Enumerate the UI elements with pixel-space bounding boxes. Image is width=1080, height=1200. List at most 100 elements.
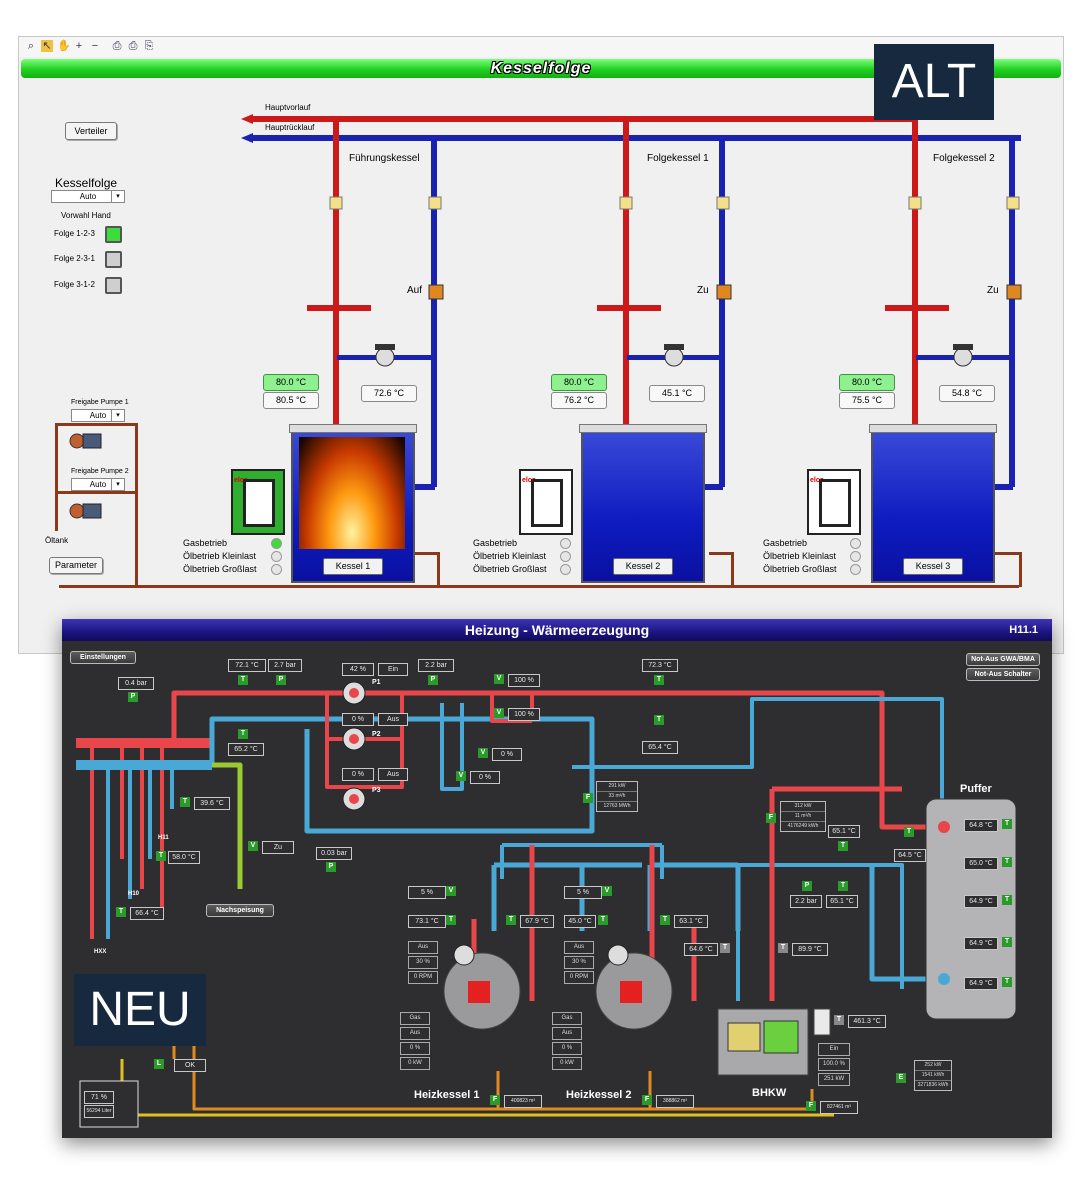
k2-pct: 0 % [552, 1042, 582, 1055]
kessel-3-button[interactable]: Kessel 3 [903, 558, 963, 575]
pan-icon[interactable]: ✋ [57, 40, 71, 52]
k1-pump-rpm: 0 RPM [408, 971, 438, 984]
flow2-power: 312 kW [781, 802, 825, 812]
kessel-2-boiler[interactable]: Kessel 2 [579, 424, 707, 583]
t-bhkw-a-value: 65.1 °C [828, 825, 860, 838]
pointer-icon[interactable]: ↖ [41, 40, 53, 52]
notaus-schalter-button[interactable]: Not-Aus Schalter [966, 668, 1040, 681]
print-setup-icon[interactable]: ⎙ [128, 40, 138, 52]
kessel-2-button[interactable]: Kessel 2 [613, 558, 673, 575]
alt-title: Kesselfolge [490, 60, 592, 77]
kesselfolge-title: Kesselfolge [55, 176, 118, 190]
puffer-t4-tag: T [1002, 937, 1012, 947]
kessel-1-burner: elco [231, 469, 285, 535]
k3-radio-gross[interactable] [850, 564, 861, 575]
k2-radio-gross[interactable] [560, 564, 571, 575]
flow1-values: 291 kW 33 m³/h 12763 MWh [596, 781, 638, 812]
k1-status: Gas Aus 0 % 0 kW [400, 1012, 430, 1072]
zoom-out-icon[interactable]: − [91, 40, 99, 52]
k2-valve-value: 5 % [564, 886, 602, 899]
gas3-tag: F [806, 1101, 816, 1111]
puffer-t3-tag: T [1002, 895, 1012, 905]
t-buffer-in-tag: T [904, 827, 914, 837]
kessel-1-return: 72.6 °C [361, 385, 417, 402]
p-bhkw-tag: P [802, 881, 812, 891]
folge-3-label: Folge 3-1-2 [54, 280, 95, 289]
k1-radio-gas[interactable] [271, 538, 282, 549]
p3-label: P3 [372, 787, 381, 794]
k1-radio-gross[interactable] [271, 564, 282, 575]
k2-radio-klein[interactable] [560, 551, 571, 562]
v-top1-value: 100 % [508, 674, 540, 687]
folge-3-toggle[interactable] [105, 277, 122, 294]
puffer-t2-tag: T [1002, 857, 1012, 867]
chevron-down-icon: ▾ [111, 191, 124, 202]
k3-radio-klein[interactable] [850, 551, 861, 562]
kessel-1-setpoint[interactable]: 80.0 °C [263, 374, 319, 391]
t-main-value: 72.1 °C [228, 659, 266, 672]
verteiler-button[interactable]: Verteiler [65, 122, 117, 140]
neu-title: Heizung - Wärmeerzeugung [464, 622, 650, 638]
pumpe-2-select[interactable]: Auto ▾ [71, 478, 125, 491]
kessel-3-setpoint[interactable]: 80.0 °C [839, 374, 895, 391]
p1-label: P1 [372, 679, 381, 686]
puffer-label: Puffer [960, 783, 992, 795]
k3-radio-gas[interactable] [850, 538, 861, 549]
k2-t1-value: 45.0 °C [564, 915, 596, 928]
kesselfolge-mode-select[interactable]: Auto ▾ [51, 190, 125, 203]
p-left-tag: P [128, 692, 138, 702]
bhkw-status: Ein 100.0 % 251 kW [818, 1043, 850, 1088]
k2-radio-gas[interactable] [560, 538, 571, 549]
puffer-t1-tag: T [1002, 819, 1012, 829]
kessel-3-actual: 75.5 °C [839, 392, 895, 409]
kessel-3-boiler[interactable]: Kessel 3 [869, 424, 997, 583]
flow1-tag: F [583, 793, 593, 803]
t-hxx-value: 66.4 °C [130, 907, 164, 920]
zoom-fit-icon[interactable]: ⌕ [27, 40, 35, 52]
zoom-in-icon[interactable]: + [75, 40, 83, 52]
print-preview-icon[interactable]: ⎘ [144, 40, 154, 52]
t-bhkw-b-tag: T [838, 881, 848, 891]
bhkw-t1-tag: T [720, 943, 730, 953]
folge-1-toggle[interactable] [105, 226, 122, 243]
flame-icon [299, 437, 405, 549]
einstellungen-button[interactable]: Einstellungen [70, 651, 136, 664]
k2-pump-rpm: 0 RPM [564, 971, 594, 984]
bhkw-power: 251 kW [818, 1073, 850, 1086]
level-tag: L [154, 1059, 164, 1069]
bhkw-t2-tag: T [778, 943, 788, 953]
bhkw-pct: 100.0 % [818, 1058, 850, 1071]
flow1-energy: 12763 MWh [603, 803, 631, 809]
pumpe-1-select[interactable]: Auto ▾ [71, 409, 125, 422]
t-h11-tag: T [180, 797, 190, 807]
k2-mode-gas: Gasbetrieb [473, 538, 518, 548]
oeltank-label: Öltank [45, 536, 69, 545]
nachspeisung-button[interactable]: Nachspeisung [206, 904, 274, 917]
puffer-t2: 65.0 °C [964, 857, 998, 870]
chevron-down-icon: ▾ [111, 479, 124, 490]
kessel-2-setpoint[interactable]: 80.0 °C [551, 374, 607, 391]
p-main-value: 2.7 bar [268, 659, 302, 672]
k3-mode-gas: Gasbetrieb [763, 538, 808, 548]
notaus-gwa-button[interactable]: Not-Aus GWA/BMA [966, 653, 1040, 666]
v-mid1-tag: V [478, 748, 488, 758]
kessel-1-actual: 80.5 °C [263, 392, 319, 409]
k1-radio-klein[interactable] [271, 551, 282, 562]
v-top1-tag: V [494, 674, 504, 684]
bhkw-energy-short: 1541 kWh [915, 1071, 951, 1081]
print-icon[interactable]: ⎙ [112, 40, 122, 52]
heizkessel-1-label: Heizkessel 1 [414, 1089, 480, 1101]
parameter-button[interactable]: Parameter [49, 557, 103, 574]
puffer-t1: 64.8 °C [964, 819, 998, 832]
h11-label: H11 [158, 835, 169, 841]
p1-pct: 42 % [342, 663, 374, 676]
kessel-1-boiler[interactable]: Kessel 1 [289, 424, 417, 583]
kessel-3-return: 54.8 °C [939, 385, 995, 402]
bhkw-label: BHKW [752, 1087, 787, 1099]
kessel-1-button[interactable]: Kessel 1 [323, 558, 383, 575]
kessel-3-burner: elco [807, 469, 861, 535]
hauptruecklauf-label: Hauptrücklauf [265, 123, 315, 132]
bhkw-energy-values: 252 kW 1541 kWh 3271836 kWh [914, 1060, 952, 1091]
folge-2-toggle[interactable] [105, 251, 122, 268]
k1-fuel: Gas [400, 1012, 430, 1025]
